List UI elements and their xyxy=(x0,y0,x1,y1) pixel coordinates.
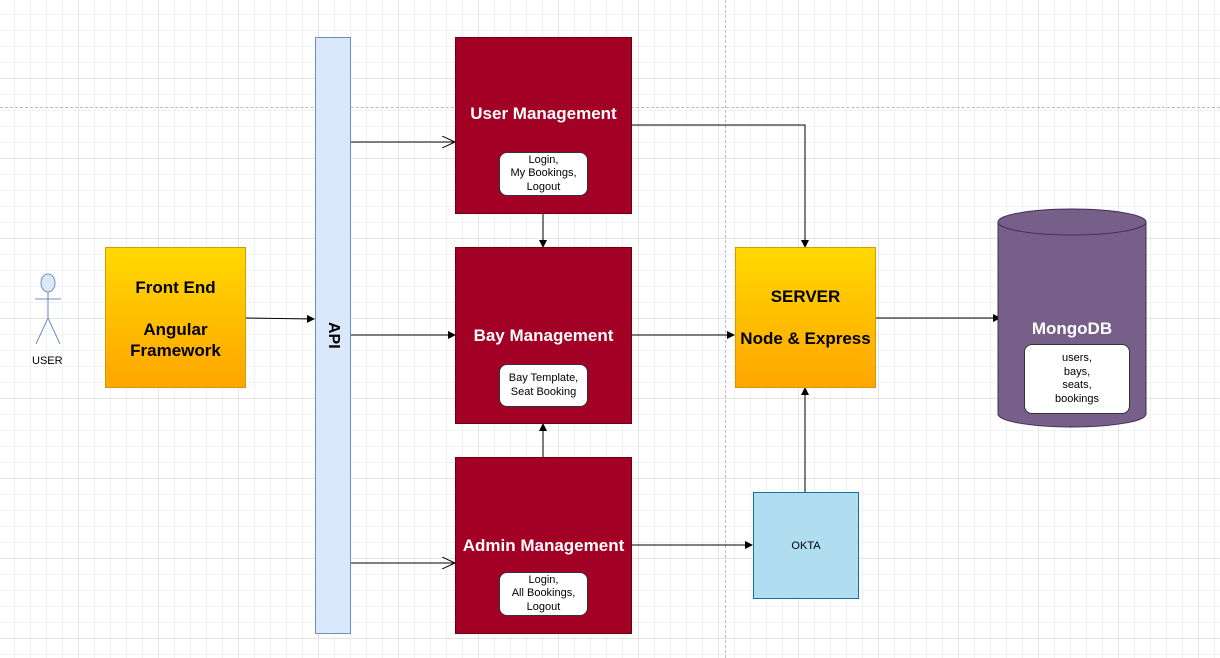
mongodb-title: MongoDB xyxy=(1031,319,1113,338)
collection-item: bookings xyxy=(1054,392,1100,405)
collection-item: bays, xyxy=(1063,365,1091,378)
feature-item: Bay Template, xyxy=(508,372,579,384)
admin-management-features: Login, All Bookings, Logout xyxy=(499,572,588,616)
feature-item: Logout xyxy=(526,600,561,613)
front-end-framework-line1: Angular xyxy=(143,320,208,339)
user-actor-label: USER xyxy=(32,355,63,367)
user-management-node[interactable]: User Management Login, My Bookings, Logo… xyxy=(455,37,632,214)
server-title: SERVER xyxy=(770,287,841,306)
server-stack-label: Node & Express xyxy=(740,329,871,348)
collection-item: users, xyxy=(1062,352,1092,364)
user-management-title: User Management xyxy=(470,104,617,123)
feature-item: All Bookings, xyxy=(511,587,576,600)
feature-item: Login, xyxy=(528,153,559,166)
admin-management-node[interactable]: Admin Management Login, All Bookings, Lo… xyxy=(455,457,632,634)
okta-label: OKTA xyxy=(791,539,821,552)
api-node[interactable]: API xyxy=(315,37,351,634)
bay-management-title: Bay Management xyxy=(473,326,614,345)
okta-node[interactable]: OKTA xyxy=(753,492,859,599)
page-break-vertical xyxy=(725,0,726,658)
feature-item: Login, xyxy=(528,573,559,586)
server-node[interactable]: SERVER Node & Express xyxy=(735,247,876,388)
edge-frontend-to-api xyxy=(244,314,315,323)
bay-management-node[interactable]: Bay Management Bay Template, Seat Bookin… xyxy=(455,247,632,424)
edge-user-to-server xyxy=(631,124,809,248)
feature-item: Logout xyxy=(526,180,561,193)
feature-item: My Bookings, xyxy=(510,167,577,180)
user-management-features: Login, My Bookings, Logout xyxy=(499,152,588,196)
admin-management-title: Admin Management xyxy=(462,536,625,555)
user-actor-icon[interactable] xyxy=(34,272,62,346)
front-end-framework-line2: Framework xyxy=(130,341,221,360)
front-end-node[interactable]: Front End Angular Framework xyxy=(105,247,246,388)
feature-item: Seat Booking xyxy=(510,385,577,398)
front-end-title: Front End xyxy=(135,278,216,297)
bay-management-features: Bay Template, Seat Booking xyxy=(499,364,588,407)
mongodb-collections: users, bays, seats, bookings xyxy=(1024,344,1130,414)
api-label: API xyxy=(325,322,342,349)
collection-item: seats, xyxy=(1062,379,1092,391)
